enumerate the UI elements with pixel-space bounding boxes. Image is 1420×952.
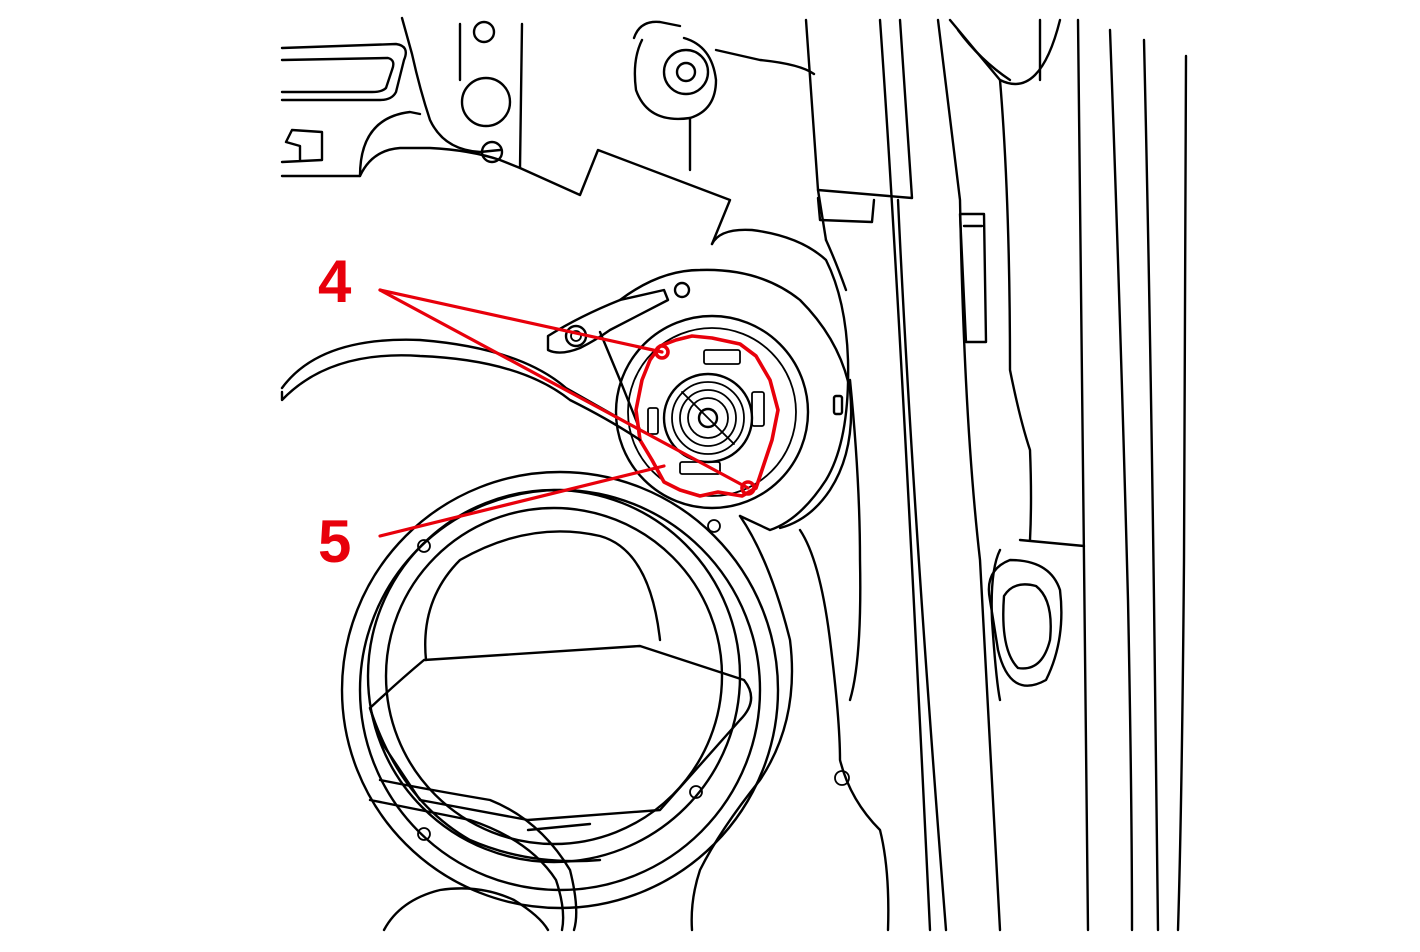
callout-label-5: 5 bbox=[318, 508, 351, 575]
leader-4-lower bbox=[378, 288, 750, 490]
screw-lower bbox=[740, 480, 756, 496]
main-speaker-ring bbox=[280, 338, 850, 932]
tweeter-highlight-outline bbox=[634, 334, 780, 498]
leader-5 bbox=[378, 464, 666, 538]
door-pillar bbox=[878, 18, 1188, 932]
tweeter-speaker bbox=[614, 314, 810, 510]
callout-leaders bbox=[378, 288, 750, 538]
door-inner-panel bbox=[690, 238, 890, 932]
callout-label-4: 4 bbox=[318, 248, 352, 315]
upper-bracket bbox=[280, 16, 914, 246]
tweeter-bracket bbox=[546, 228, 853, 532]
leader-4-upper bbox=[378, 288, 664, 354]
